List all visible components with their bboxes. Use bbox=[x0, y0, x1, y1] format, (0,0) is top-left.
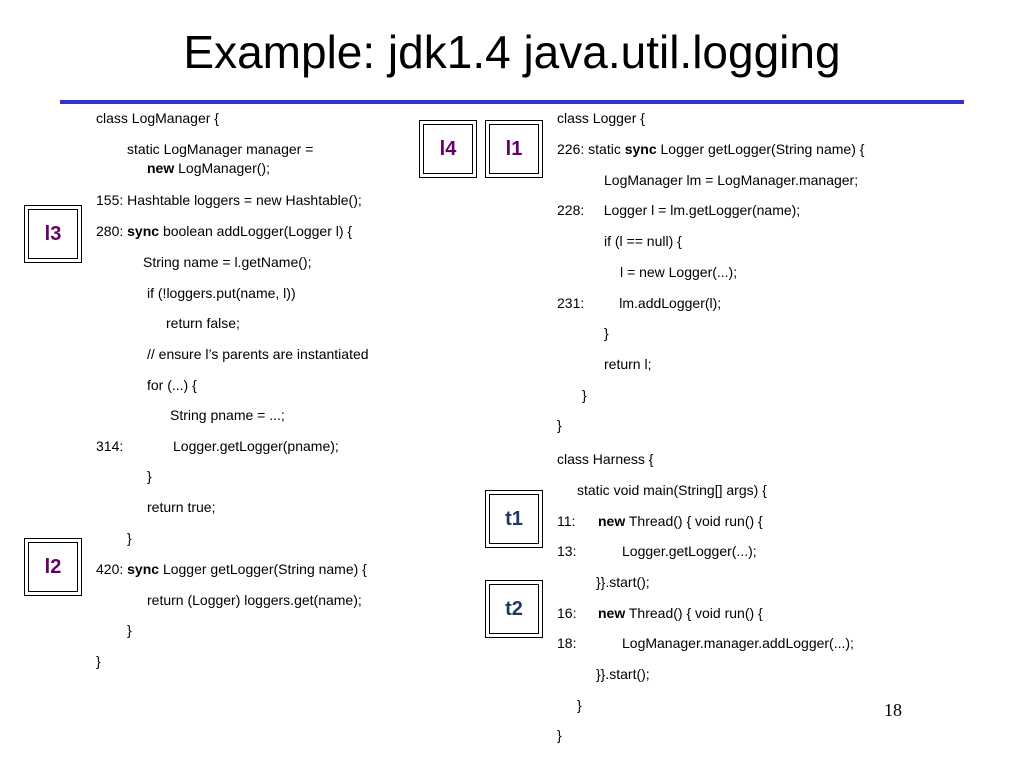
code-line: } bbox=[557, 417, 562, 433]
title-underline bbox=[60, 100, 964, 104]
code-line: LogManager lm = LogManager.manager; bbox=[604, 172, 859, 188]
label-l1: l1 bbox=[489, 124, 539, 174]
code-text: boolean addLogger(Logger l) { bbox=[159, 223, 353, 239]
code-line: 420: sync Logger getLogger(String name) … bbox=[96, 561, 367, 578]
code-text: Thread() { void run() { bbox=[625, 513, 763, 529]
code-text: LogManager(); bbox=[178, 160, 270, 176]
code-line: } bbox=[604, 325, 609, 341]
code-line: if (!loggers.put(name, l)) bbox=[147, 285, 296, 301]
label-t2: t2 bbox=[489, 584, 539, 634]
code-line: 228: Logger l = lm.getLogger(name); bbox=[557, 202, 801, 218]
code-line: return true; bbox=[147, 499, 216, 515]
sync-keyword: sync bbox=[127, 223, 160, 239]
code-line: } bbox=[96, 653, 101, 669]
code-line: new Thread() { void run() { bbox=[598, 513, 763, 530]
code-line: class Harness { bbox=[557, 451, 654, 467]
line-number: 18: bbox=[557, 635, 577, 651]
new-keyword: new bbox=[147, 160, 175, 176]
code-line: if (l == null) { bbox=[604, 233, 682, 249]
label-box-l3: l3 bbox=[24, 205, 82, 263]
label-box-l2: l2 bbox=[24, 538, 82, 596]
sync-keyword: sync bbox=[127, 561, 160, 577]
code-text: 226: static bbox=[557, 141, 625, 157]
line-number: 280: bbox=[96, 223, 128, 239]
code-line: return (Logger) loggers.get(name); bbox=[147, 592, 362, 608]
code-line: } bbox=[577, 697, 582, 713]
code-line: static LogManager manager = bbox=[127, 141, 314, 157]
code-text: Logger getLogger(String name) { bbox=[159, 561, 367, 577]
code-line: } bbox=[557, 727, 562, 743]
line-number: 420: bbox=[96, 561, 128, 577]
label-box-t2: t2 bbox=[485, 580, 543, 638]
code-line: class Logger { bbox=[557, 110, 645, 126]
line-number: 314: bbox=[96, 438, 124, 454]
code-line: } bbox=[147, 468, 152, 484]
code-line: String name = l.getName(); bbox=[143, 254, 312, 270]
code-line: new LogManager(); bbox=[147, 160, 270, 177]
label-l4: l4 bbox=[423, 124, 473, 174]
code-line: return false; bbox=[166, 315, 240, 331]
code-line: class LogManager { bbox=[96, 110, 219, 126]
code-line: // ensure l’s parents are instantiated bbox=[147, 346, 369, 362]
code-line: } bbox=[127, 622, 132, 638]
code-line: for (...) { bbox=[147, 377, 197, 393]
code-line: String pname = ...; bbox=[170, 407, 285, 423]
line-number: 11: bbox=[557, 513, 576, 529]
label-box-l4: l4 bbox=[419, 120, 477, 178]
code-line: }}.start(); bbox=[596, 574, 650, 590]
code-text: Thread() { void run() { bbox=[625, 605, 763, 621]
code-line: return l; bbox=[604, 356, 652, 372]
new-keyword: new bbox=[598, 513, 626, 529]
label-box-t1: t1 bbox=[485, 490, 543, 548]
line-number: 13: bbox=[557, 543, 577, 559]
code-line: 226: static sync Logger getLogger(String… bbox=[557, 141, 864, 158]
code-line: new Thread() { void run() { bbox=[598, 605, 763, 622]
new-keyword: new bbox=[598, 605, 626, 621]
label-l3: l3 bbox=[28, 209, 78, 259]
code-line: } bbox=[127, 530, 132, 546]
code-line: }}.start(); bbox=[596, 666, 650, 682]
label-box-l1: l1 bbox=[485, 120, 543, 178]
code-line: 231: lm.addLogger(l); bbox=[557, 295, 722, 311]
line-number: 16: bbox=[557, 605, 577, 621]
slide-title: Example: jdk1.4 java.util.logging bbox=[183, 26, 841, 78]
code-text: Logger getLogger(String name) { bbox=[656, 141, 865, 157]
code-line: 155: Hashtable loggers = new Hashtable()… bbox=[96, 192, 362, 208]
code-line: } bbox=[582, 387, 587, 403]
code-line: Logger.getLogger(pname); bbox=[173, 438, 339, 454]
code-line: l = new Logger(...); bbox=[620, 264, 738, 280]
label-t1: t1 bbox=[489, 494, 539, 544]
code-line: Logger.getLogger(...); bbox=[622, 543, 757, 559]
code-line: LogManager.manager.addLogger(...); bbox=[622, 635, 854, 651]
label-l2: l2 bbox=[28, 542, 78, 592]
page-number: 18 bbox=[884, 700, 902, 720]
code-line: static void main(String[] args) { bbox=[577, 482, 767, 498]
sync-keyword: sync bbox=[624, 141, 657, 157]
code-line: 280: sync boolean addLogger(Logger l) { bbox=[96, 223, 352, 240]
